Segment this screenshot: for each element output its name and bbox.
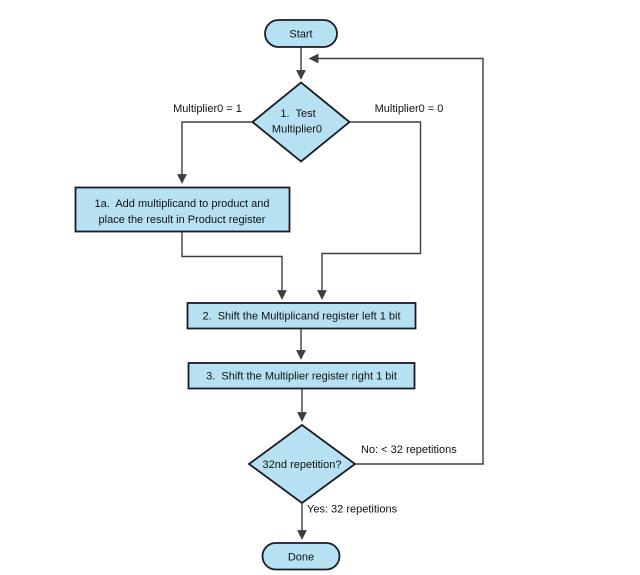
branch-label-yes: Yes: 32 repetitions [307,504,398,516]
edge-test-to-box2 [317,121,422,300]
start-label: Start [289,29,312,41]
edge-box1a-to-box2 [181,232,287,300]
branch-label-multiplier0-eq-0: Multiplier0 = 0 [375,103,444,115]
start-node [264,19,338,48]
box1a-add-node [74,186,291,233]
box3-shift-multiplier-node [187,362,416,390]
test-label-line1: 1. Test [280,108,315,120]
test-label-line2: Multiplier0 [272,124,322,136]
edge-repeat-no-feedback [308,53,484,465]
edge-test-to-box1a [177,121,253,184]
box1a-label-line2: place the result in Product register [99,214,266,226]
box2-shift-multiplicand-node [186,302,417,330]
done-label: Done [288,552,314,564]
repetition-check-diamond [247,423,357,505]
box1a-label-line1: 1a. Add multiplicand to product and [95,198,270,210]
test-multiplier0-diamond [251,81,351,163]
branch-label-no: No: < 32 repetitions [361,444,457,456]
box2-label: 2. Shift the Multiplicand register left … [202,311,400,323]
box3-label: 3. Shift the Multiplier register right 1… [206,371,397,383]
repetition-check-label: 32nd repetition? [263,459,342,471]
branch-label-multiplier0-eq-1: Multiplier0 = 1 [173,103,242,115]
done-node [261,542,341,571]
